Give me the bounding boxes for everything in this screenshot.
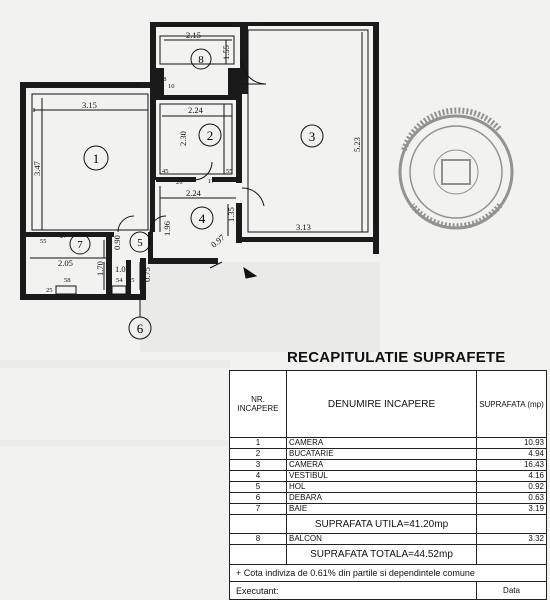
dim-label: 27 [60, 233, 67, 240]
dim-label: 18 [160, 76, 167, 83]
dim-label: 0.97 [209, 232, 227, 249]
dim-label: 58 [64, 277, 71, 284]
dim-label: 55 [40, 238, 47, 245]
dim-label: 1.96 [162, 221, 172, 236]
room-number-4: 4 [199, 211, 206, 226]
dim-label: 25 [46, 287, 53, 294]
room-number-3: 3 [309, 129, 316, 144]
scan-smudge [140, 262, 380, 352]
room-number-6: 6 [137, 321, 144, 336]
table-row: 2 BUCATARIE 4.94 [229, 448, 547, 460]
usable-area-row: SUPRAFATA UTILA=41.20mp [229, 513, 547, 535]
header-area: SUPRAFATA (mp) [476, 370, 547, 438]
room-number-5: 5 [137, 237, 143, 249]
table-row: 5 HOL 0.92 [229, 481, 547, 493]
scan-smudge [0, 360, 230, 368]
dim-label: 5.23 [352, 137, 362, 152]
dim-label: 25 [128, 277, 135, 284]
dim-label: 1.02 [115, 264, 130, 274]
header-name: DENUMIRE INCAPERE [286, 370, 477, 438]
table-row: 1 CAMERA 10.93 [229, 437, 547, 449]
dim-label: 1.70 [95, 261, 105, 276]
table-row: 6 DEBARA 0.63 [229, 492, 547, 504]
dim-label: 2.30 [178, 131, 188, 146]
dim-label: 10 [168, 83, 175, 90]
dim-label: 3.15 [82, 100, 97, 110]
dim-label: 1.55 [221, 45, 231, 60]
dim-label: 55 [226, 168, 233, 175]
total-area-row: SUPRAFATA TOTALA=44.52mp [229, 544, 547, 565]
table-row: 3 CAMERA 16.43 [229, 459, 547, 471]
dim-label: 26 [176, 179, 183, 186]
recap-title: RECAPITULATIE SUPRAFETE [287, 349, 506, 366]
room-number-2: 2 [207, 128, 214, 143]
dim-label: 2.05 [58, 258, 73, 268]
dim-label: 1.35 [226, 207, 236, 222]
dim-label: 2.24 [186, 188, 202, 198]
balcony-row: 8 BALCON 3.32 [229, 533, 547, 546]
dim-label: 45 [162, 168, 169, 175]
dim-label: 3.47 [32, 161, 42, 176]
dim-label: 17 [208, 178, 215, 185]
dim-label: 2.15 [186, 30, 201, 40]
room-number-7: 7 [77, 239, 83, 251]
dim-label: 54 [116, 277, 123, 284]
signature-row: Executant: Data [229, 581, 547, 600]
table-row: 7 BAIE 3.19 [229, 503, 547, 515]
notary-stamp [398, 107, 514, 230]
room-number-8: 8 [198, 54, 204, 66]
room-number-1: 1 [93, 151, 100, 166]
table-row: 4 VESTIBUL 4.16 [229, 470, 547, 482]
header-nr: NR. INCAPERE [229, 370, 287, 438]
scan-smudge [0, 440, 230, 446]
dim-label: 0.75 [142, 267, 152, 282]
dim-label: 2.24 [188, 105, 204, 115]
area-summary-table: NR. INCAPERE DENUMIRE INCAPERE SUPRAFATA… [229, 370, 547, 600]
floor-plan: 1 2 3 4 5 6 7 8 2.15 1.55 18 10 3.15 2.2… [20, 22, 514, 340]
note-row: + Cota indiviza de 0.61% din partile si … [229, 563, 547, 583]
dim-label: 3.13 [296, 222, 311, 232]
dim-label: 0.90 [112, 235, 122, 250]
